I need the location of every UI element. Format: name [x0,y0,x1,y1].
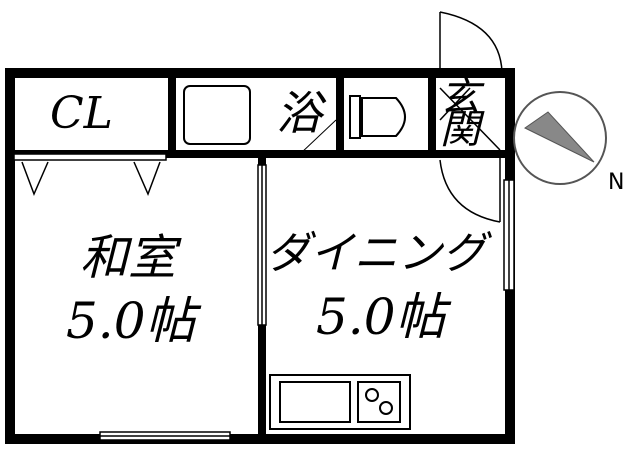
compass [513,91,607,185]
washitsu-window [99,431,231,441]
bath-diagonal [299,119,337,155]
bathtub [183,85,251,145]
closet-doors [13,153,167,196]
right-window [503,179,515,291]
washitsu-size: 5.0帖 [66,292,196,350]
compass-needle [524,111,595,163]
closet-label: CL [50,88,113,139]
sliding-door [257,164,267,326]
toilet [349,95,406,139]
kitchen [269,374,411,430]
dining-size: 5.0帖 [316,288,446,346]
dining-label: ダイニング [266,228,486,279]
entrance-door [439,11,503,223]
compass-north-label: N [608,170,625,195]
entrance-label: 玄関 [440,75,480,153]
bath-label: 浴 [276,86,322,140]
washitsu-label: 和室 [80,230,177,286]
